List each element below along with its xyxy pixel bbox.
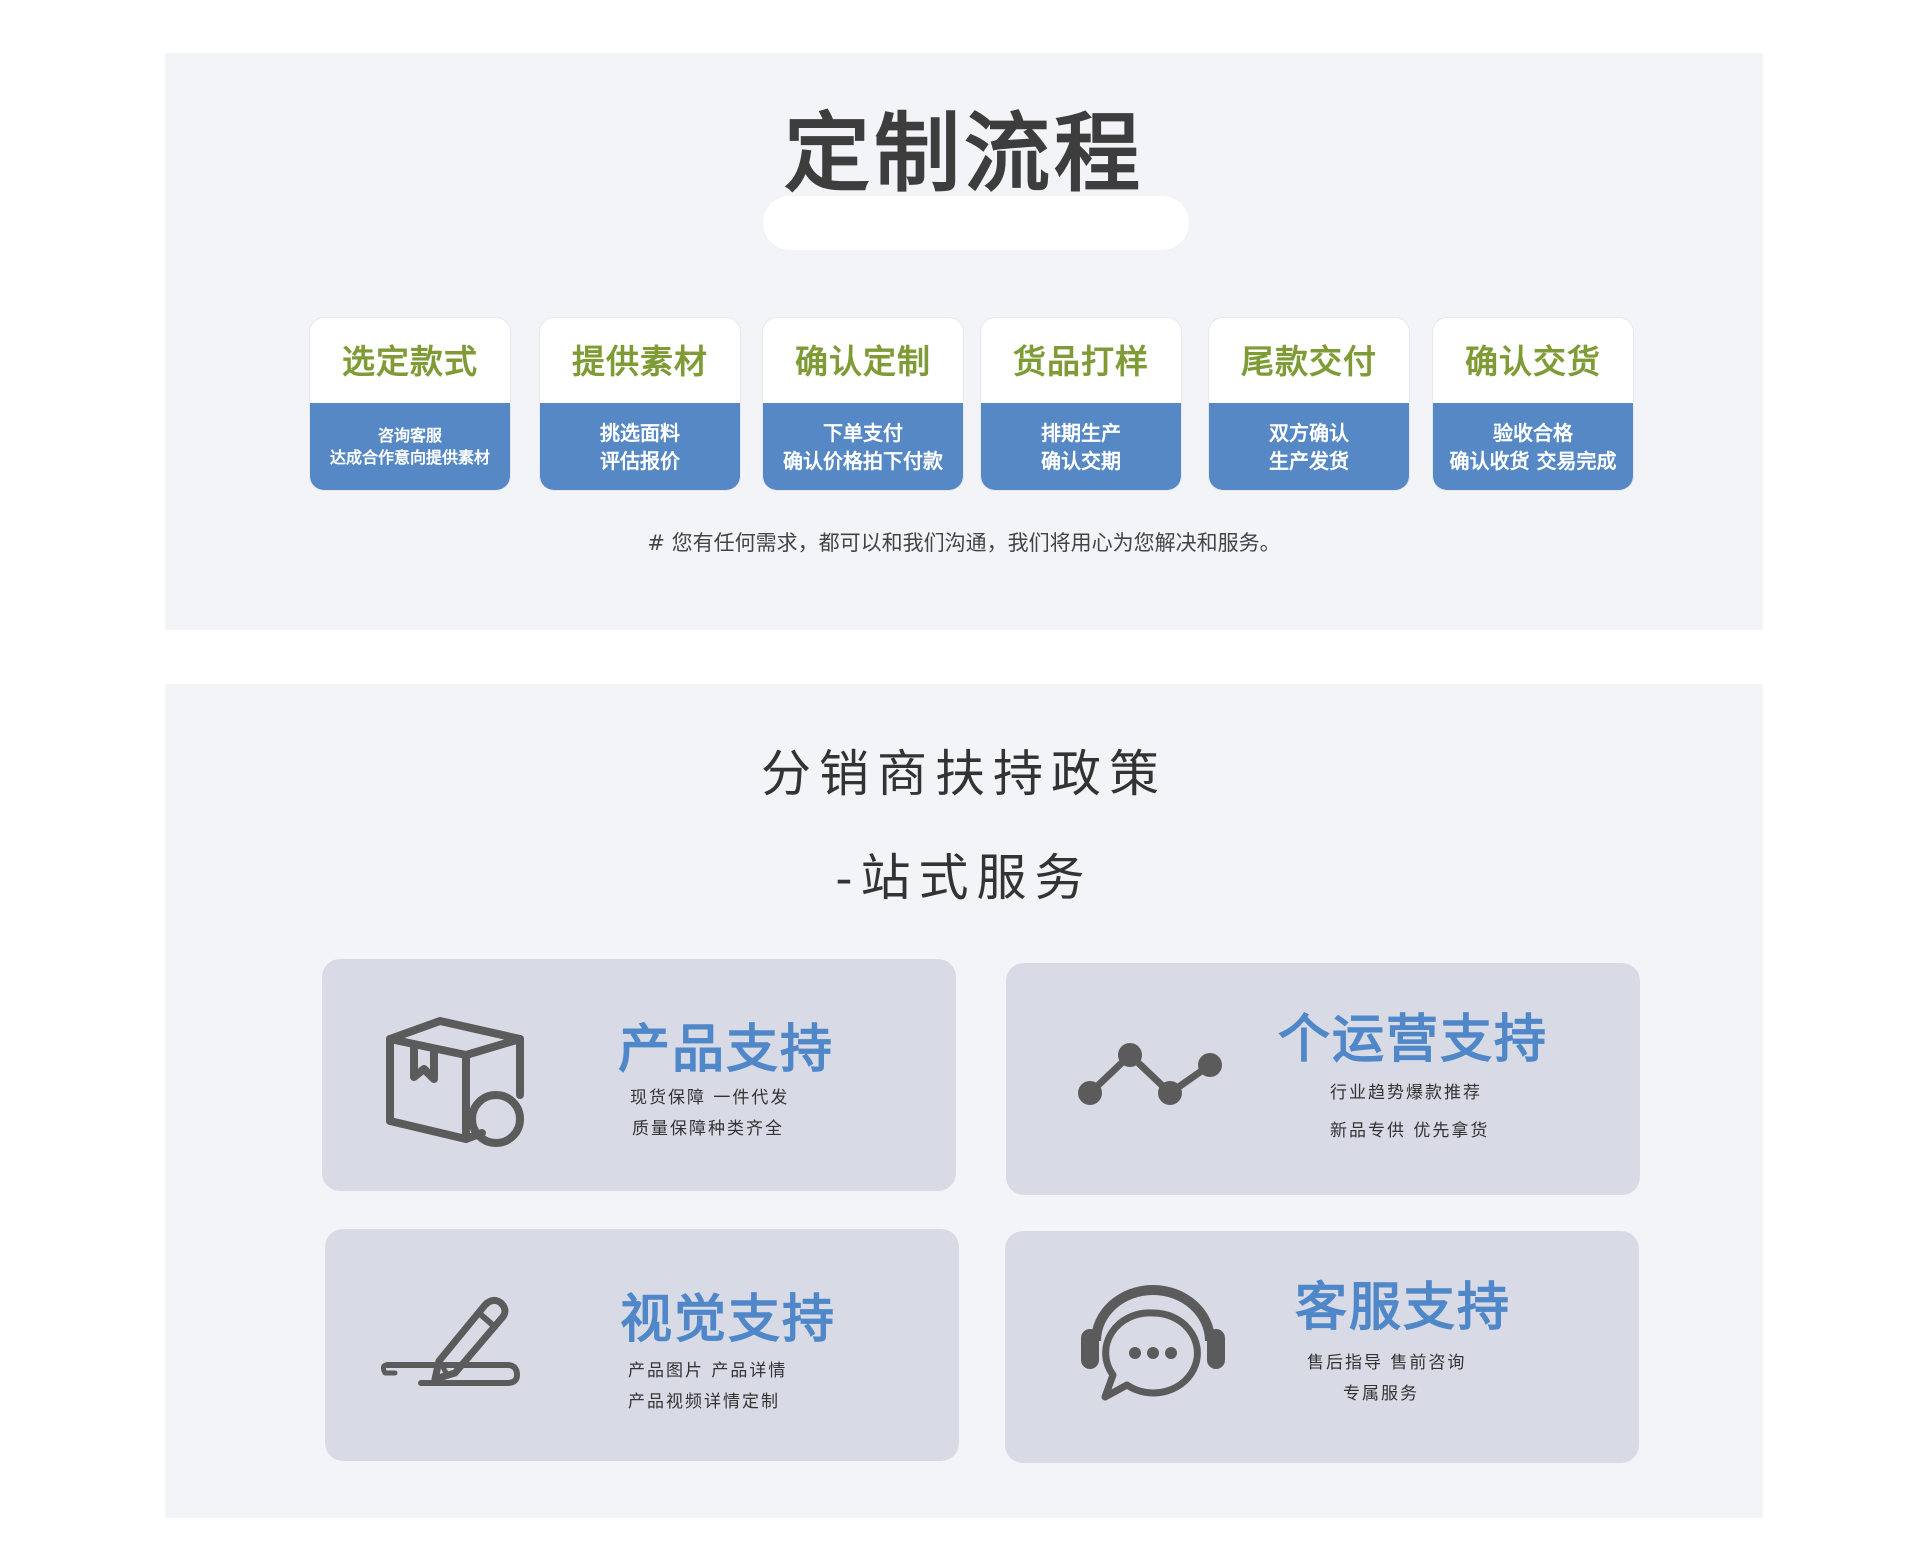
process-step-4: 货品打样 排期生产 确认交期 xyxy=(981,318,1181,490)
step-description: 验收合格 确认收货 交易完成 xyxy=(1433,403,1633,490)
process-title: 定制流程 xyxy=(784,104,1144,204)
step-desc-line: 确认交期 xyxy=(1041,448,1121,473)
pen-icon xyxy=(381,1289,521,1399)
step-name: 选定款式 xyxy=(342,342,478,381)
step-name: 尾款交付 xyxy=(1241,342,1377,381)
process-step-2: 提供素材 挑选面料 评估报价 xyxy=(540,318,740,490)
step-desc-line: 生产发货 xyxy=(1269,448,1349,473)
policy-title: 分销商扶持政策 xyxy=(761,745,1167,803)
step-description: 咨询客服 达成合作意向提供素材 xyxy=(310,403,510,490)
step-desc-line: 确认价格拍下付款 xyxy=(783,448,943,473)
support-card-title: 产品支持 xyxy=(618,1020,835,1080)
support-card-line: 行业趋势爆款推荐 xyxy=(1330,1083,1482,1103)
support-card-line: 新品专供 优先拿货 xyxy=(1330,1121,1490,1141)
support-card-line: 专属服务 xyxy=(1343,1384,1419,1404)
step-desc-line: 下单支付 xyxy=(823,420,903,445)
process-step-5: 尾款交付 双方确认 生产发货 xyxy=(1209,318,1409,490)
step-desc-line: 双方确认 xyxy=(1269,420,1349,445)
support-card-service: 客服支持 售后指导 售前咨询 专属服务 xyxy=(1005,1231,1639,1463)
step-name: 提供素材 xyxy=(572,342,708,381)
distributor-policy-section: 分销商扶持政策 -站式服务 产品支持 现货保障 一件代发 质量保障种类齐全 xyxy=(165,684,1763,1518)
title-underline-pill xyxy=(763,196,1189,250)
custom-process-section: 定制流程 选定款式 咨询客服 达成合作意向提供素材 提供素材 挑选面料 评估报价… xyxy=(165,53,1763,630)
trend-line-icon xyxy=(1076,1041,1226,1111)
step-description: 挑选面料 评估报价 xyxy=(540,403,740,490)
step-desc-line: 确认收货 交易完成 xyxy=(1449,448,1617,473)
support-card-title: 个运营支持 xyxy=(1278,1010,1549,1070)
headset-chat-icon xyxy=(1077,1283,1229,1403)
step-description: 排期生产 确认交期 xyxy=(981,403,1181,490)
process-step-6: 确认交货 验收合格 确认收货 交易完成 xyxy=(1433,318,1633,490)
step-name: 确认定制 xyxy=(795,342,931,381)
step-desc-line: 评估报价 xyxy=(600,448,680,473)
support-card-line: 现货保障 一件代发 xyxy=(630,1088,790,1108)
support-card-title: 客服支持 xyxy=(1295,1278,1512,1338)
process-note: # 您有任何需求，都可以和我们沟通，我们将用心为您解决和服务。 xyxy=(647,531,1281,555)
step-desc-line: 排期生产 xyxy=(1041,420,1121,445)
support-card-title: 视觉支持 xyxy=(620,1290,837,1350)
process-step-3: 确认定制 下单支付 确认价格拍下付款 xyxy=(763,318,963,490)
process-step-1: 选定款式 咨询客服 达成合作意向提供素材 xyxy=(310,318,510,490)
support-card-line: 售后指导 售前咨询 xyxy=(1307,1353,1467,1373)
support-card-visual: 视觉支持 产品图片 产品详情 产品视频详情定制 xyxy=(325,1229,959,1461)
support-card-line: 产品视频详情定制 xyxy=(628,1392,780,1412)
support-card-product: 产品支持 现货保障 一件代发 质量保障种类齐全 xyxy=(322,959,956,1191)
support-card-operations: 个运营支持 行业趋势爆款推荐 新品专供 优先拿货 xyxy=(1006,963,1640,1195)
step-description: 双方确认 生产发货 xyxy=(1209,403,1409,490)
step-desc-line: 挑选面料 xyxy=(600,420,680,445)
step-name: 确认交货 xyxy=(1465,342,1601,381)
support-card-line: 质量保障种类齐全 xyxy=(632,1119,784,1139)
step-description: 下单支付 确认价格拍下付款 xyxy=(763,403,963,490)
step-name: 货品打样 xyxy=(1013,342,1149,381)
support-card-line: 产品图片 产品详情 xyxy=(628,1361,788,1381)
step-desc-line: 验收合格 xyxy=(1493,420,1573,445)
package-icon xyxy=(384,1015,534,1153)
step-desc-line: 达成合作意向提供素材 xyxy=(329,447,490,467)
policy-subtitle: -站式服务 xyxy=(835,849,1093,907)
step-desc-line: 咨询客服 xyxy=(377,425,442,445)
